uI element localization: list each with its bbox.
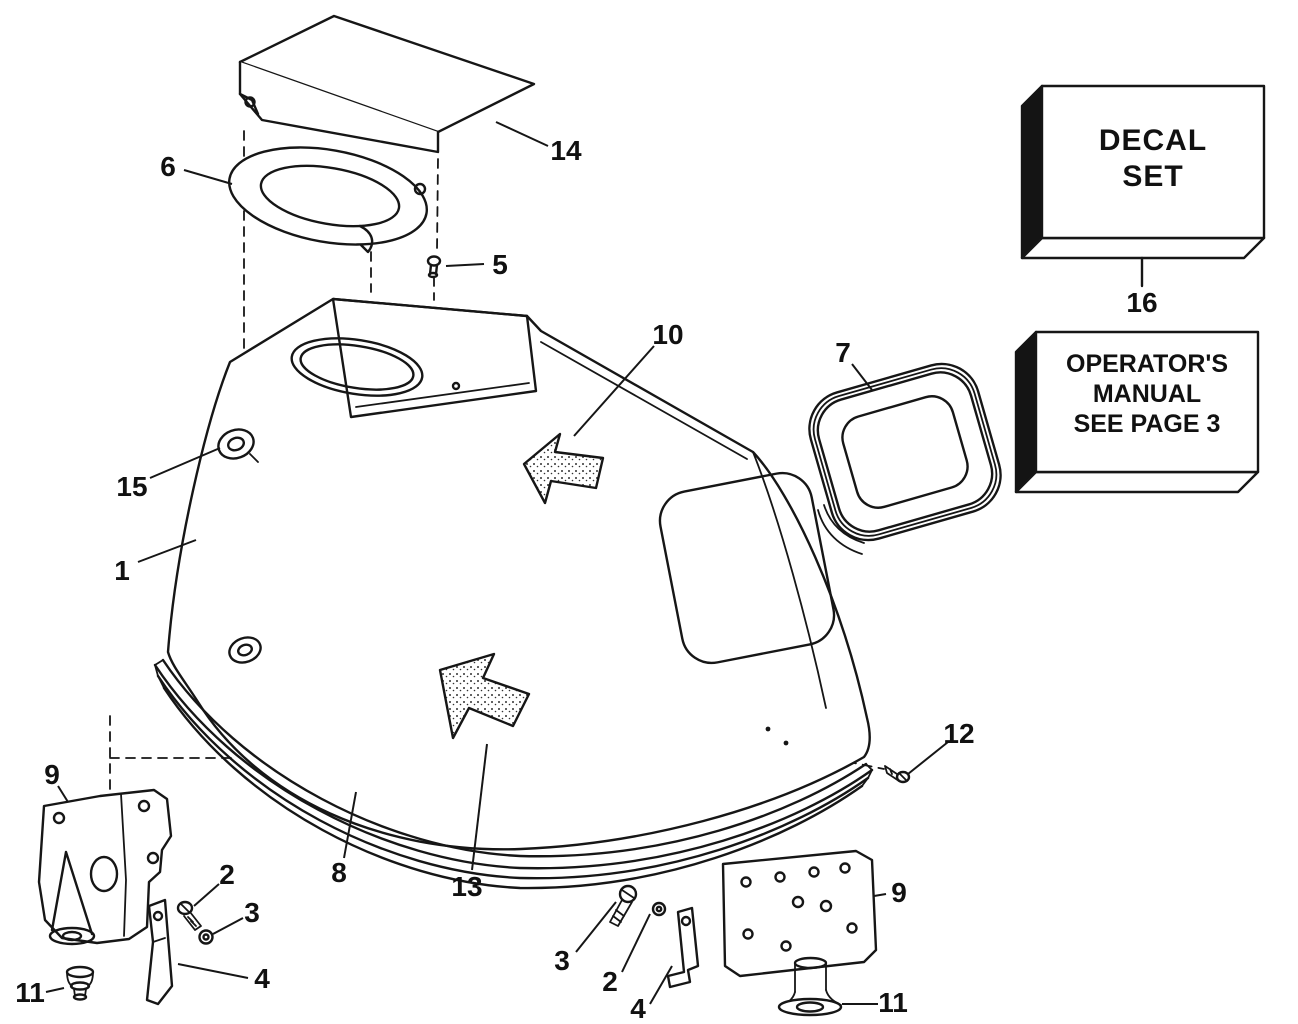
front-knob-upper <box>217 428 259 463</box>
manual-line1: OPERATOR'S <box>1066 350 1228 378</box>
arrow-decal-upper <box>522 432 605 505</box>
decal-set-box <box>1020 84 1266 288</box>
washer-2-center <box>651 901 667 917</box>
callout-9-left: 9 <box>44 759 69 803</box>
svg-text:5: 5 <box>492 249 508 280</box>
svg-text:4: 4 <box>254 963 270 994</box>
callout-11-right: 11 <box>842 987 908 1018</box>
svg-text:11: 11 <box>878 987 908 1018</box>
grommet-left <box>65 965 95 1001</box>
decal-set-line2: SET <box>1122 160 1183 193</box>
svg-text:3: 3 <box>244 897 260 928</box>
screw-12 <box>884 765 911 784</box>
svg-text:14: 14 <box>550 135 582 166</box>
callout-10: 10 <box>573 319 684 437</box>
manual-line3: SEE PAGE 3 <box>1074 410 1221 438</box>
vent-hole <box>765 726 771 732</box>
l-bracket-4-center <box>666 906 700 989</box>
svg-text:1: 1 <box>114 555 130 586</box>
svg-text:13: 13 <box>451 871 482 902</box>
manual-line2: MANUAL <box>1093 380 1201 408</box>
washer-3-left <box>198 929 214 945</box>
callout-4-center: 4 <box>630 965 673 1024</box>
callout-4-left: 4 <box>177 963 270 994</box>
svg-text:12: 12 <box>943 718 974 749</box>
callout-2-center: 2 <box>602 913 651 997</box>
screw-5 <box>426 255 442 279</box>
svg-text:8: 8 <box>331 857 347 888</box>
lid-gasket <box>227 146 429 254</box>
svg-text:3: 3 <box>554 945 570 976</box>
screw-3-center <box>609 884 638 927</box>
callout-13: 13 <box>451 743 488 902</box>
svg-text:2: 2 <box>602 966 618 997</box>
svg-text:10: 10 <box>652 319 683 350</box>
operators-manual-box <box>1014 330 1260 494</box>
top-lid <box>238 14 536 154</box>
callout-6: 6 <box>160 151 233 185</box>
callout-3-center: 3 <box>554 901 617 976</box>
svg-text:9: 9 <box>44 759 60 790</box>
screw-2-left <box>176 900 202 931</box>
svg-text:9: 9 <box>891 877 907 908</box>
decal-set-text: DECAL SET <box>1099 124 1207 193</box>
svg-text:7: 7 <box>835 337 851 368</box>
front-knob-lower <box>228 636 262 664</box>
callout-14: 14 <box>495 121 582 166</box>
callout-3-left: 3 <box>212 897 260 935</box>
svg-text:2: 2 <box>219 859 235 890</box>
operators-manual-text: OPERATOR'S MANUAL SEE PAGE 3 <box>1066 350 1228 438</box>
svg-text:15: 15 <box>116 471 147 502</box>
callout-5: 5 <box>445 249 508 280</box>
arrow-decal-lower <box>438 652 531 740</box>
air-intake-ring <box>808 362 1002 555</box>
grommet-right <box>777 997 843 1017</box>
callout-1: 1 <box>114 539 197 586</box>
callout-8: 8 <box>331 791 357 888</box>
svg-text:11: 11 <box>15 977 45 1008</box>
svg-text:4: 4 <box>630 993 646 1024</box>
callouts: 14 6 5 10 7 15 1 16 9 <box>15 121 1158 1024</box>
callout-15: 15 <box>116 447 221 502</box>
cover-window-opening <box>658 471 836 665</box>
svg-text:6: 6 <box>160 151 176 182</box>
main-cover <box>166 297 871 851</box>
callout-16: 16 <box>1126 287 1157 318</box>
decal-set-line1: DECAL <box>1099 124 1207 157</box>
svg-text:16: 16 <box>1126 287 1157 318</box>
left-mount-bracket <box>37 788 173 946</box>
bottom-seal <box>153 658 874 890</box>
callout-11-left: 11 <box>15 977 65 1008</box>
callout-9-right: 9 <box>873 877 907 908</box>
top-opening-platform <box>290 297 538 419</box>
callout-2-left: 2 <box>193 859 235 907</box>
vent-hole <box>783 740 789 746</box>
callout-7: 7 <box>835 337 873 391</box>
right-mount-bracket <box>721 849 878 1008</box>
l-bracket-4-left <box>145 898 174 1006</box>
callout-12: 12 <box>907 718 975 775</box>
